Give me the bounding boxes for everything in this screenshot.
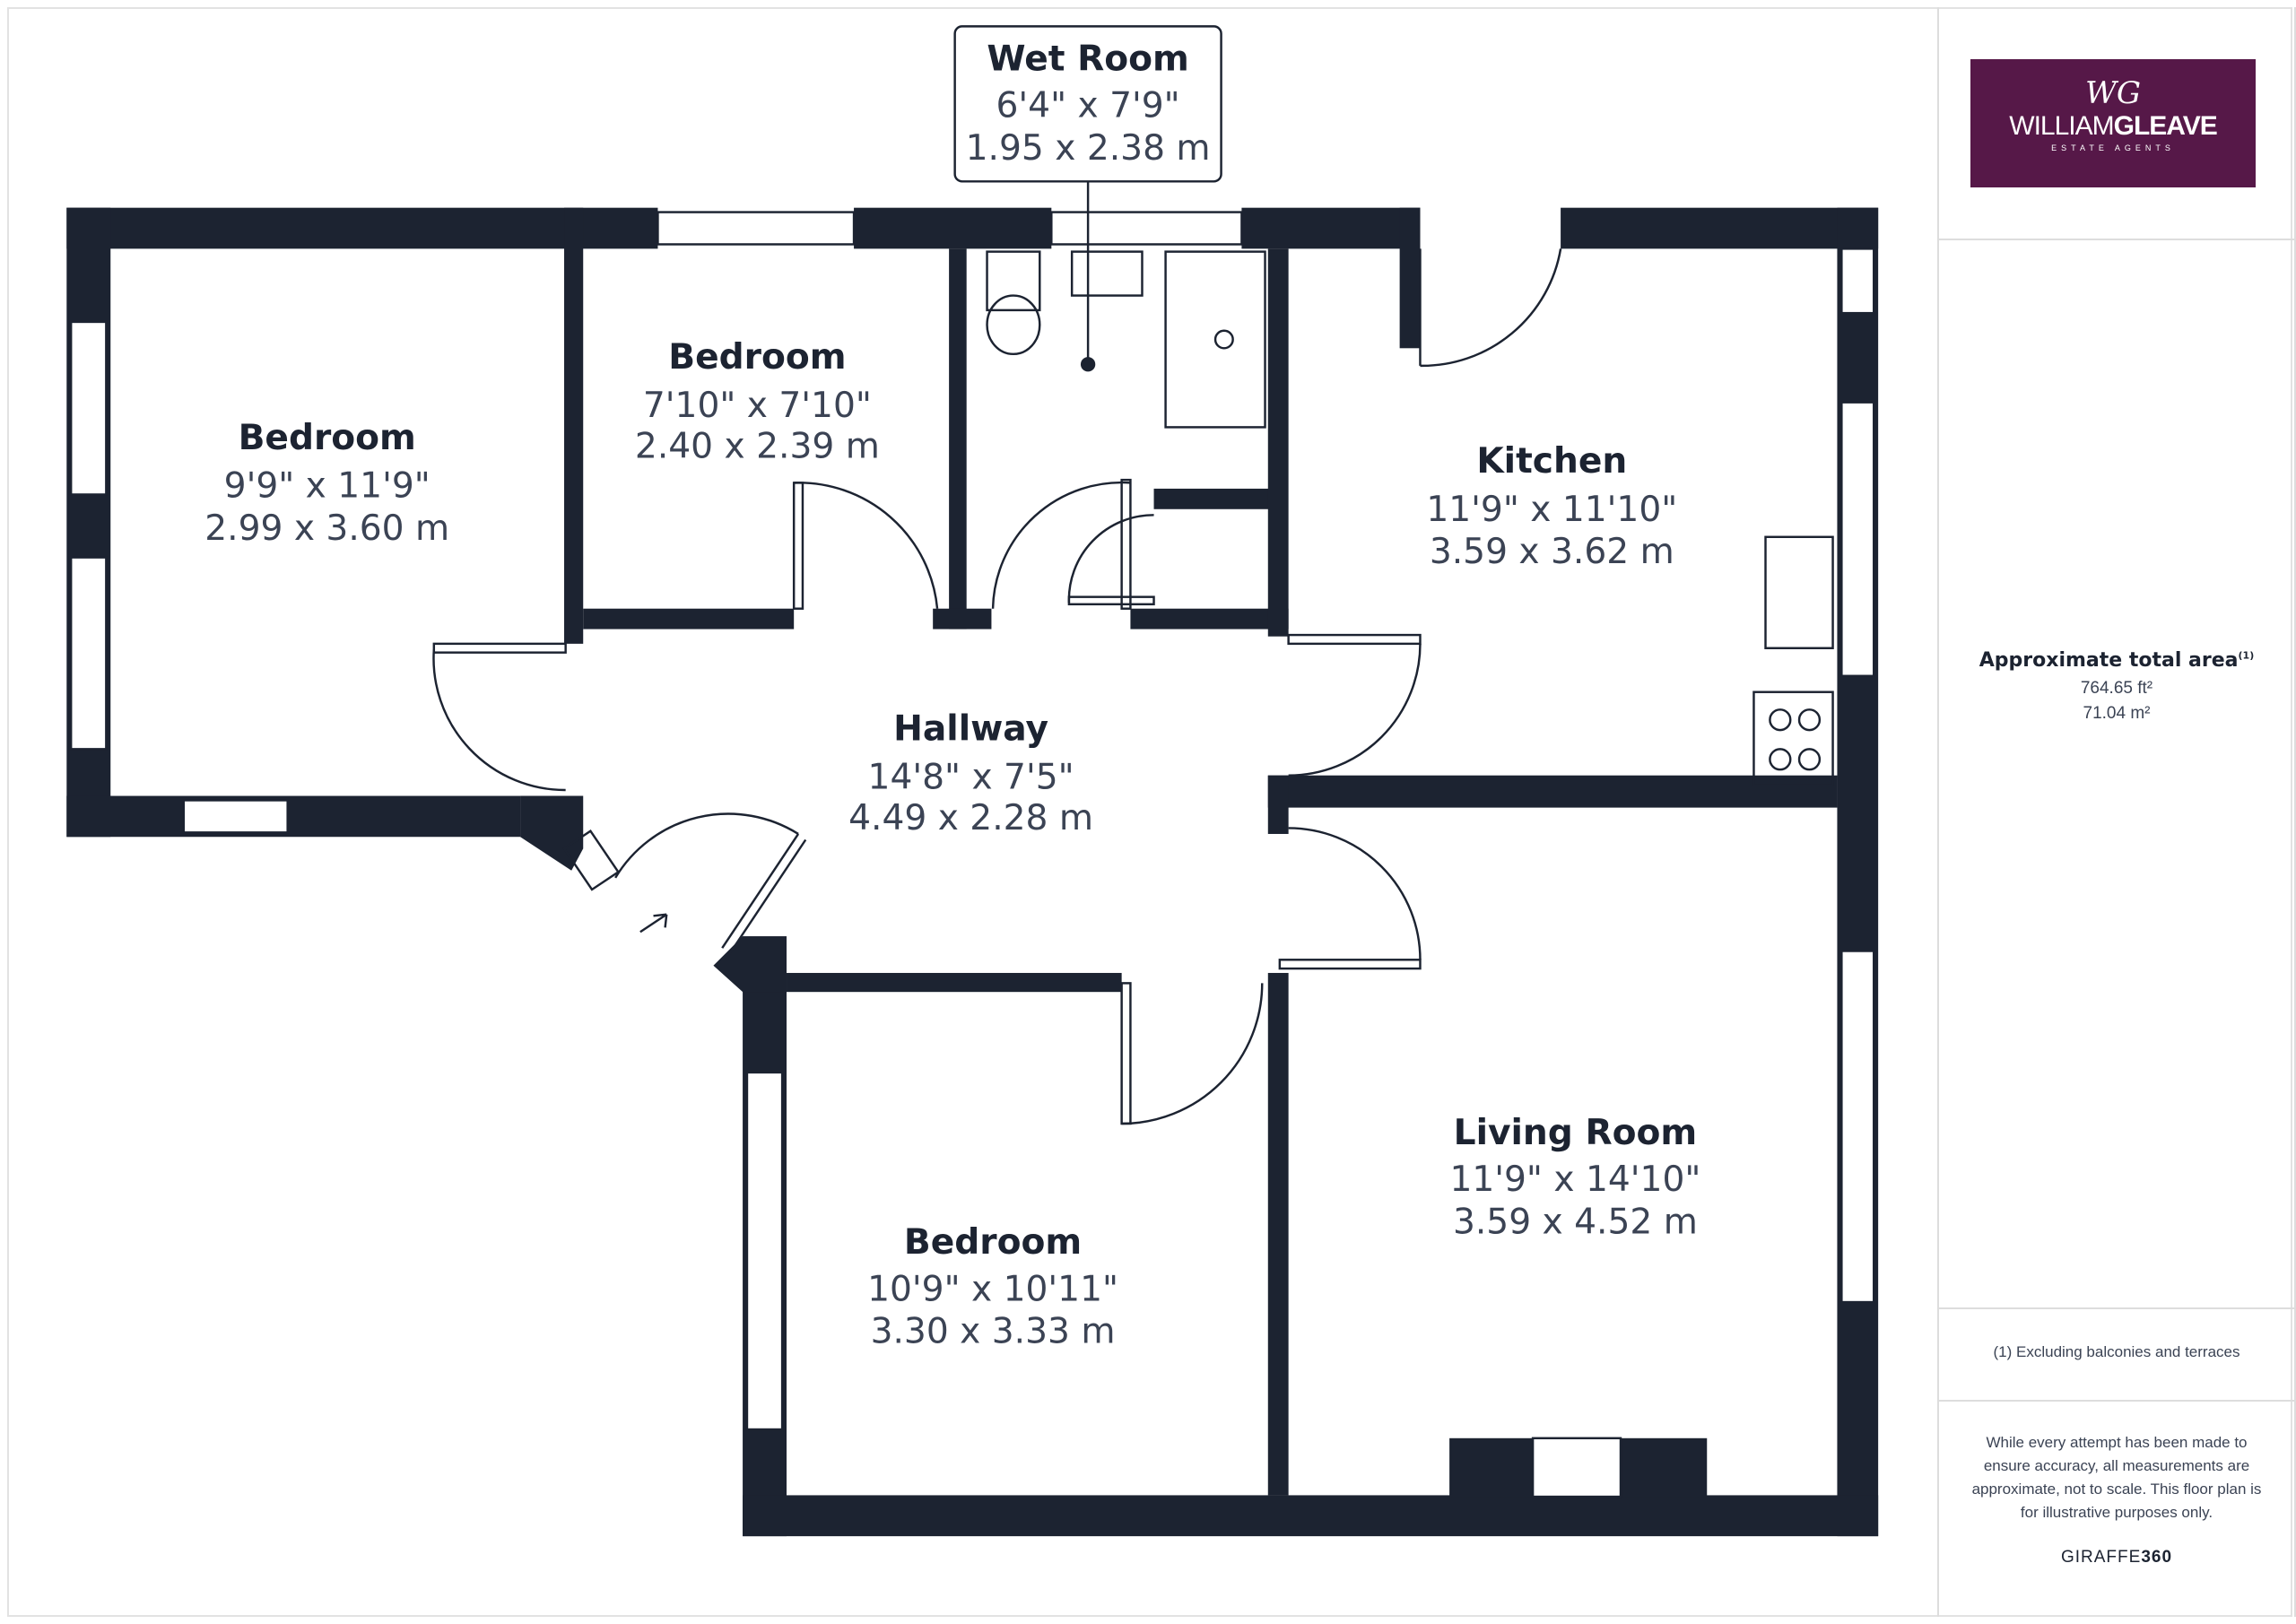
window (1840, 248, 1875, 315)
wall (743, 1495, 1879, 1537)
svg-text:14'8" x 7'5": 14'8" x 7'5" (868, 757, 1074, 797)
disclaimer: While every attempt has been made to ens… (1971, 1434, 2262, 1521)
wall (1267, 775, 1289, 834)
total-area: Approximate total area(1) 764.65 ft² 71.… (1939, 649, 2294, 724)
door-arcs (432, 248, 1562, 1125)
wall (787, 972, 1122, 993)
area-title: Approximate total area (1979, 649, 2239, 672)
wall (1267, 248, 1289, 637)
room-bedroom-3: Bedroom 10'9" x 10'11" 3.30 x 3.33 m (867, 1222, 1118, 1352)
svg-text:Living Room: Living Room (1454, 1113, 1697, 1153)
room-living-room: Living Room 11'9" x 14'10" 3.59 x 4.52 m (1449, 1113, 1700, 1243)
room-bedroom-2: Bedroom 7'10" x 7'10" 2.40 x 2.39 m (635, 337, 880, 467)
wall (1399, 207, 1421, 349)
logo-name-light: WILLIAM (2009, 111, 2114, 141)
info-panel: WG WILLIAMGLEAVE ESTATE AGENTS Approxima… (1937, 7, 2296, 1617)
divider (1939, 239, 2294, 240)
svg-text:Hallway: Hallway (893, 709, 1048, 750)
wall (933, 608, 992, 630)
wall (1241, 207, 1421, 249)
wall (949, 248, 967, 630)
window (69, 556, 108, 751)
svg-text:4.49 x 2.28 m: 4.49 x 2.28 m (848, 798, 1093, 838)
brand-bold: 360 (2141, 1548, 2173, 1567)
window (1840, 950, 1875, 1304)
svg-text:9'9" x 11'9": 9'9" x 11'9" (224, 466, 430, 507)
room-kitchen: Kitchen 11'9" x 11'10" 3.59 x 3.62 m (1426, 441, 1677, 572)
area-imperial: 764.65 ft² (2080, 679, 2153, 698)
svg-text:Bedroom: Bedroom (904, 1222, 1082, 1263)
divider (1939, 1400, 2294, 1402)
room-hallway: Hallway 14'8" x 7'5" 4.49 x 2.28 m (848, 709, 1093, 839)
svg-text:3.30 x 3.33 m: 3.30 x 3.33 m (871, 1312, 1116, 1352)
svg-text:11'9" x 14'10": 11'9" x 14'10" (1449, 1159, 1700, 1200)
sink-icon (1764, 535, 1834, 649)
svg-text:10'9" x 10'11": 10'9" x 10'11" (867, 1269, 1118, 1309)
brand-light: GIRAFFE (2060, 1548, 2142, 1567)
wall (1267, 972, 1289, 1496)
wall (1130, 608, 1289, 630)
svg-text:Bedroom: Bedroom (668, 337, 846, 378)
wet-room-label-box (953, 25, 1222, 183)
window (745, 1071, 784, 1431)
window (1050, 211, 1243, 246)
svg-text:2.99 x 3.60 m: 2.99 x 3.60 m (204, 508, 449, 549)
wall (520, 795, 584, 871)
wall (1561, 207, 1879, 249)
wall (66, 795, 521, 838)
wall (1153, 488, 1272, 509)
window (69, 320, 108, 496)
wall (66, 207, 658, 249)
sink-icon (1070, 250, 1144, 297)
footnote: (1) Excluding balconies and terraces (1993, 1343, 2240, 1360)
room-metric: 1.95 x 2.38 m (966, 128, 1211, 169)
company-logo: WG WILLIAMGLEAVE ESTATE AGENTS (1970, 59, 2256, 187)
svg-text:2.40 x 2.39 m: 2.40 x 2.39 m (635, 427, 880, 467)
giraffe360-brand: GIRAFFE360 (1939, 1548, 2294, 1568)
svg-text:Kitchen: Kitchen (1476, 441, 1627, 482)
svg-text:Bedroom: Bedroom (239, 418, 416, 458)
footnote-mark: (1) (2238, 649, 2255, 662)
fireplace (1531, 1437, 1622, 1498)
hob-icon (1752, 690, 1834, 787)
wall (564, 207, 584, 644)
area-metric: 71.04 m² (2083, 704, 2151, 723)
room-imperial: 6'4" x 7'9" (996, 86, 1180, 126)
window (657, 211, 856, 246)
svg-text:11'9" x 11'10": 11'9" x 11'10" (1426, 490, 1677, 530)
window (1840, 401, 1875, 677)
entrance-arrow-icon (639, 913, 668, 934)
svg-text:7'10" x 7'10": 7'10" x 7'10" (643, 386, 872, 426)
toilet-icon (986, 250, 1041, 312)
wall (1267, 775, 1838, 808)
wall (854, 207, 1052, 249)
logo-monogram: WG (2084, 75, 2142, 111)
room-name: Wet Room (987, 39, 1188, 79)
divider (1939, 1307, 2294, 1309)
logo-name-bold: GLEAVE (2113, 111, 2218, 141)
shower-icon (1164, 250, 1266, 429)
window (182, 799, 289, 834)
room-bedroom-1: Bedroom 9'9" x 11'9" 2.99 x 3.60 m (204, 418, 449, 549)
svg-text:3.59 x 3.62 m: 3.59 x 3.62 m (1430, 532, 1674, 572)
wall (583, 608, 795, 630)
logo-tagline: ESTATE AGENTS (2051, 143, 2175, 152)
svg-text:3.59 x 4.52 m: 3.59 x 4.52 m (1453, 1202, 1698, 1242)
